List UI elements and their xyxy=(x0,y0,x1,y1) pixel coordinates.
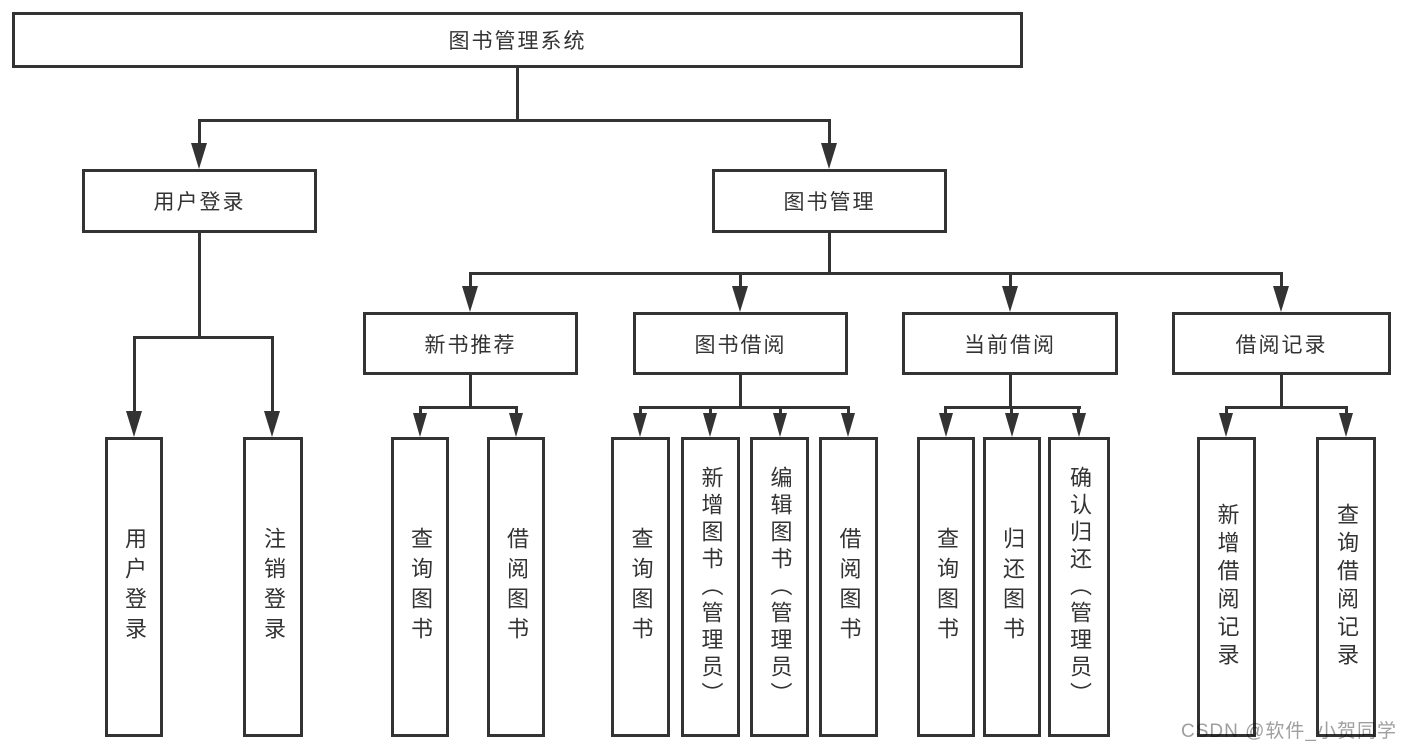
arrow-down-icon xyxy=(841,413,855,437)
connector-leaf-stem xyxy=(133,336,136,414)
arrow-down-icon xyxy=(462,286,478,312)
connector-leaf-stem xyxy=(847,406,850,416)
arrow-down-icon xyxy=(1002,286,1018,312)
arrow-down-icon xyxy=(703,413,717,437)
connector-leaf-stem xyxy=(1225,406,1228,416)
node-borrow-records: 借阅记录 xyxy=(1172,312,1391,375)
arrow-down-icon xyxy=(1219,413,1233,437)
node-book-borrow: 图书借阅 xyxy=(633,312,848,375)
node-root-system: 图书管理系统 xyxy=(12,12,1023,68)
connector-records-bus xyxy=(1225,406,1348,409)
leaf-query-books-recommend: 查询图书 xyxy=(391,437,449,737)
watermark: CSDN @软件_小贺同学 xyxy=(1181,721,1397,742)
connector-leaf-stem xyxy=(271,336,274,414)
leaf-borrow-books-recommend: 借阅图书 xyxy=(487,437,545,737)
connector-level2-bus xyxy=(198,119,831,122)
leaf-query-books-current: 查询图书 xyxy=(917,437,975,737)
leaf-confirm-return-admin: 确认归还（管理员） xyxy=(1048,437,1110,737)
leaf-user-login: 用户登录 xyxy=(105,437,163,737)
connector-leaf-stem xyxy=(1345,406,1348,416)
arrow-down-icon xyxy=(1339,413,1353,437)
node-user-login: 用户登录 xyxy=(82,169,317,233)
arrow-down-icon xyxy=(509,413,523,437)
connector-leaf-stem xyxy=(709,406,712,416)
arrow-down-icon xyxy=(773,413,787,437)
leaf-query-borrow-record: 查询借阅记录 xyxy=(1316,437,1376,737)
connector-root-stem xyxy=(516,68,519,122)
connector-leaf-stem xyxy=(944,406,947,416)
connector-leaf-stem xyxy=(639,406,642,416)
connector-current-down xyxy=(1009,375,1012,409)
leaf-add-borrow-record: 新增借阅记录 xyxy=(1197,437,1256,737)
connector-borrow-bus xyxy=(639,406,850,409)
node-book-management: 图书管理 xyxy=(712,169,947,233)
connector-level3-stem xyxy=(1009,272,1012,290)
leaf-borrow-books: 借阅图书 xyxy=(819,437,878,737)
connector-borrow-down xyxy=(739,375,742,409)
connector-leaf-stem xyxy=(515,406,518,416)
arrow-down-icon xyxy=(939,413,953,437)
node-new-book-recommend: 新书推荐 xyxy=(363,312,578,375)
connector-recommend-down xyxy=(469,375,472,409)
connector-book-mgmt-down xyxy=(828,233,831,275)
arrow-down-icon xyxy=(191,143,207,169)
arrow-down-icon xyxy=(126,411,142,437)
connector-user-login-down xyxy=(198,233,201,339)
arrow-down-icon xyxy=(1005,413,1019,437)
leaf-return-book: 归还图书 xyxy=(983,437,1041,737)
connector-user-login-bus xyxy=(133,336,274,339)
connector-level3-stem xyxy=(1280,272,1283,290)
arrow-down-icon xyxy=(264,411,280,437)
connector-leaf-stem xyxy=(419,406,422,416)
connector-recommend-bus xyxy=(419,406,518,409)
connector-level3-stem xyxy=(739,272,742,290)
arrow-down-icon xyxy=(413,413,427,437)
connector-book-mgmt-stem xyxy=(828,119,831,147)
arrow-down-icon xyxy=(1273,286,1289,312)
connector-level3-bus xyxy=(469,272,1283,275)
leaf-edit-book-admin: 编辑图书（管理员） xyxy=(750,437,809,737)
connector-leaf-stem xyxy=(779,406,782,416)
connector-leaf-stem xyxy=(1077,406,1080,416)
arrow-down-icon xyxy=(821,143,837,169)
node-current-borrow: 当前借阅 xyxy=(902,312,1118,375)
leaf-logout: 注销登录 xyxy=(243,437,303,737)
arrow-down-icon xyxy=(1072,413,1086,437)
connector-leaf-stem xyxy=(1010,406,1013,416)
arrow-down-icon xyxy=(732,286,748,312)
arrow-down-icon xyxy=(633,413,647,437)
connector-user-login-stem xyxy=(198,119,201,147)
connector-records-down xyxy=(1280,375,1283,409)
connector-level3-stem xyxy=(469,272,472,290)
leaf-query-books-borrow: 查询图书 xyxy=(611,437,670,737)
leaf-add-book-admin: 新增图书（管理员） xyxy=(681,437,740,737)
connector-current-bus xyxy=(945,406,1081,409)
